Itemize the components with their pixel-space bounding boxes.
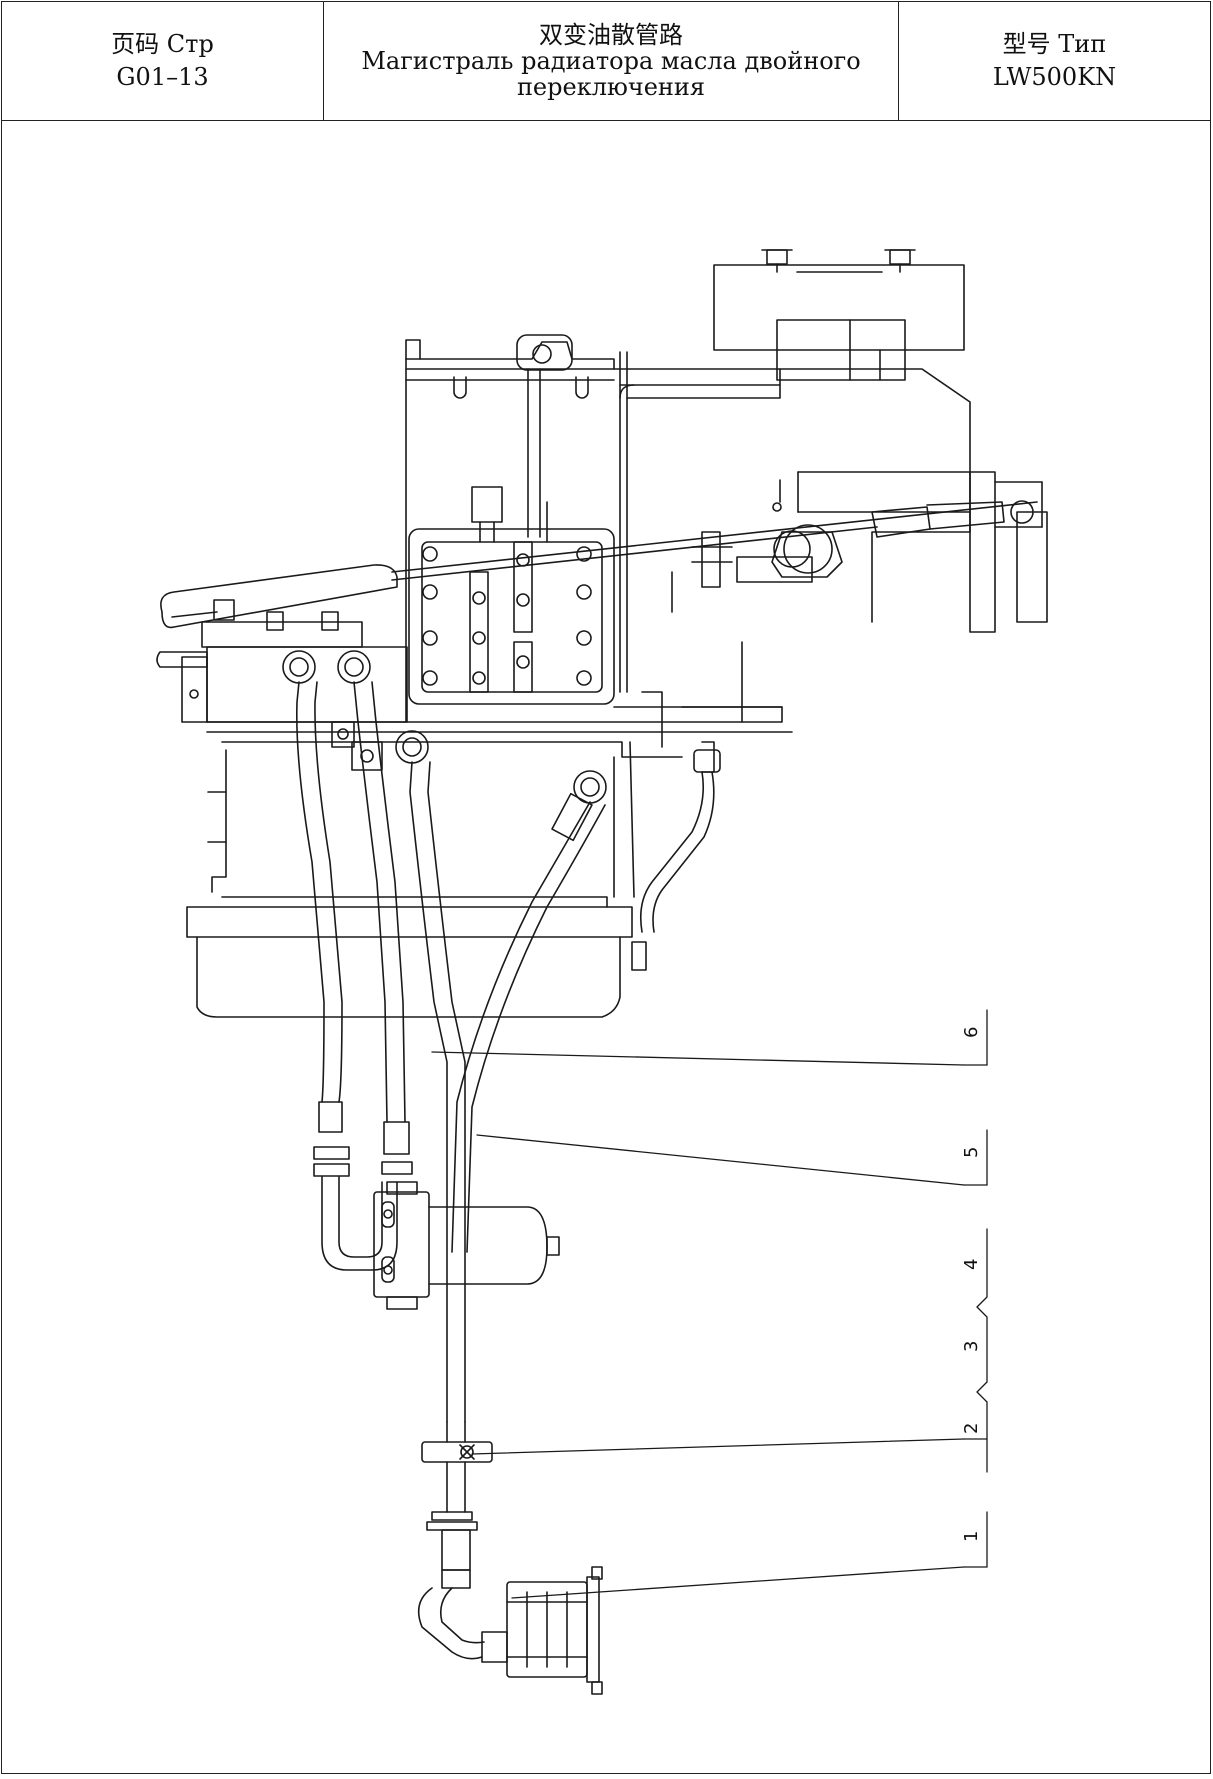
oil-filter	[373, 1181, 560, 1310]
gearbox-body	[405, 334, 1048, 723]
callout-3: 3	[961, 1341, 982, 1352]
drain-hose	[639, 749, 721, 933]
model-label: 型号 Тип	[1002, 30, 1107, 58]
title-block: 页码 Стр G01–13 双变油散管路 Магистраль радиатор…	[2, 2, 1210, 121]
technical-drawing: 6 5 4 3 2 1	[2, 120, 1212, 1775]
hydraulic-line-illustration: 6 5 4 3 2 1	[156, 249, 1048, 1695]
callout-5: 5	[961, 1147, 982, 1158]
hose-left	[296, 681, 398, 1271]
pipe-clamp	[417, 1421, 508, 1663]
title-cell: 双变油散管路 Магистраль радиатора масла двойно…	[324, 2, 899, 120]
model-cell: 型号 Тип LW500KN	[899, 2, 1210, 120]
leader-lines	[431, 1009, 988, 1599]
page-label: 页码 Стр	[111, 30, 214, 58]
lower-housing	[186, 741, 647, 1018]
hose-right	[451, 792, 606, 1253]
hose-to-filter	[409, 761, 466, 1423]
page-cell: 页码 Стр G01–13	[2, 2, 324, 120]
title-russian: Магистраль радиатора масла двойного пере…	[361, 47, 861, 101]
callout-6: 6	[961, 1027, 982, 1038]
hose-fittings	[282, 650, 607, 804]
linkage-rod	[391, 479, 1038, 613]
hose-middle	[353, 681, 413, 1175]
mounting-plate	[181, 641, 793, 773]
callout-numbers: 6 5 4 3 2 1	[961, 1027, 982, 1542]
left-lever	[156, 564, 398, 668]
callout-4: 4	[961, 1259, 982, 1270]
page-number: G01–13	[116, 63, 209, 91]
callout-1: 1	[961, 1531, 982, 1542]
callout-2: 2	[961, 1423, 982, 1434]
title-chinese: 双变油散管路	[539, 21, 683, 49]
top-housing	[713, 249, 965, 381]
model-value: LW500KN	[992, 63, 1117, 91]
suction-strainer	[506, 1566, 603, 1695]
control-valve-block	[408, 486, 615, 705]
